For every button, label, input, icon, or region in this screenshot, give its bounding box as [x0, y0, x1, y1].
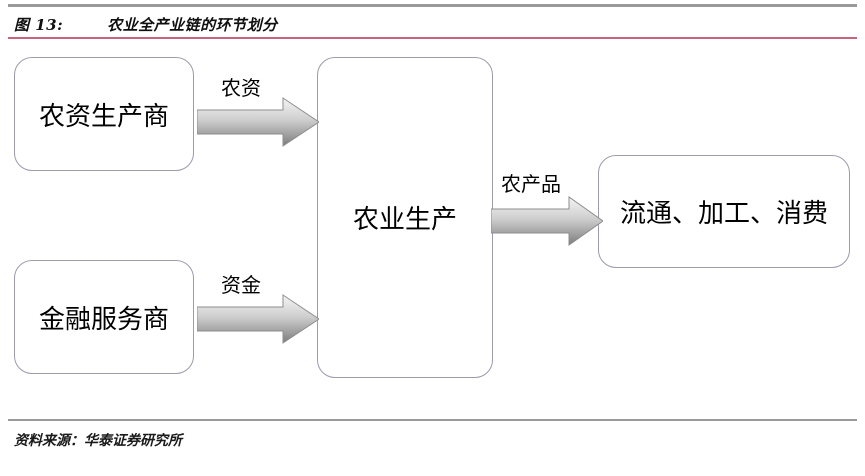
- header-accent-rule: [8, 37, 857, 39]
- node-agri-production-label: 农业生产: [352, 205, 457, 235]
- node-fin-service: 金融服务商: [14, 260, 194, 374]
- arrow-label-zijin: 资金: [221, 273, 261, 297]
- arrow-right-icon: [197, 97, 319, 147]
- figure-title: 图 13: 农业全产业链的环节划分: [14, 12, 278, 36]
- header-top-rule: [8, 4, 857, 7]
- arrow-right-icon: [197, 294, 319, 344]
- arrow-label-nongzi: 农资: [221, 76, 261, 100]
- node-fin-service-label: 金融服务商: [38, 304, 169, 335]
- footer-rule: [8, 419, 857, 421]
- node-agri-production: 农业生产: [317, 57, 493, 378]
- figure-caption: 农业全产业链的环节划分: [107, 15, 278, 34]
- arrow-right-icon: [491, 196, 603, 246]
- source-note: 资料来源：华泰证券研究所: [14, 433, 182, 449]
- node-downstream: 流通、加工、消费: [598, 155, 850, 268]
- node-agri-input: 农资生产商: [14, 57, 194, 171]
- node-agri-input-label: 农资生产商: [38, 101, 169, 132]
- node-downstream-label: 流通、加工、消费: [619, 199, 828, 229]
- figure-number: 图 13:: [14, 15, 64, 34]
- arrow-label-nongchanpin: 农产品: [501, 172, 561, 196]
